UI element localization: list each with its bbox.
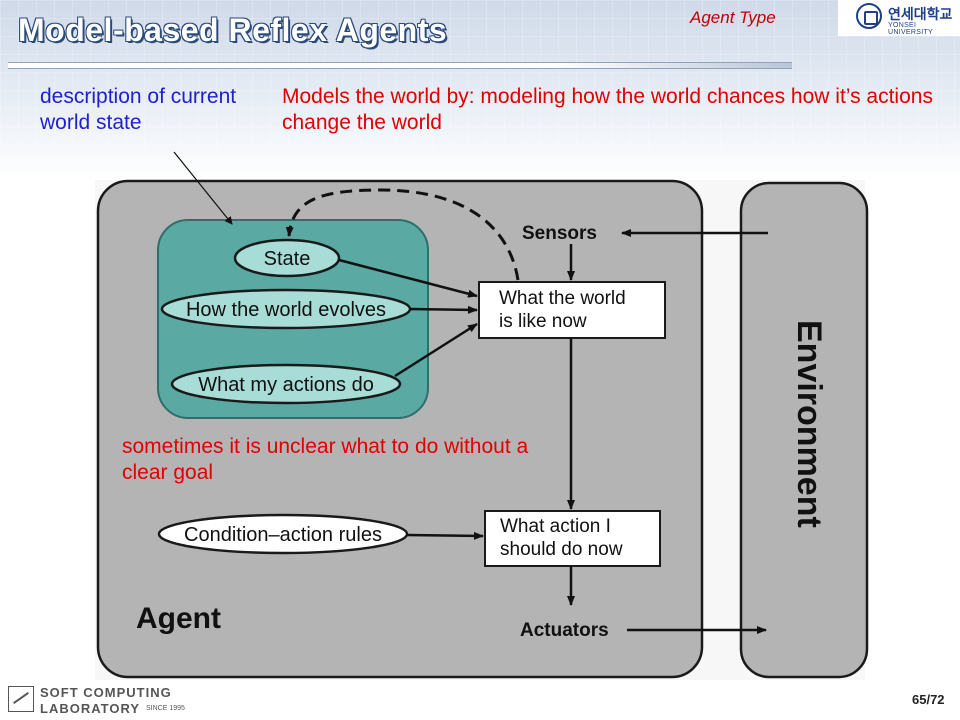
actions-do-oval xyxy=(170,363,402,405)
action-line1: What action I xyxy=(500,516,611,537)
actions-to-world-arrow xyxy=(394,322,478,378)
action-line2: should do now xyxy=(500,539,623,560)
world-evolves-label: How the world evolves xyxy=(186,299,386,321)
world-to-state-dashed-arrow xyxy=(285,188,520,281)
lab-logo-icon xyxy=(8,686,34,712)
state-description-note: description of current world state xyxy=(40,85,237,134)
lab-name-line2: LABORATORY xyxy=(40,701,141,716)
condition-rules-label: Condition–action rules xyxy=(184,524,382,546)
section-label: Agent Type xyxy=(690,8,776,27)
goal-note: sometimes it is unclear what to do witho… xyxy=(122,435,529,484)
world-now-box xyxy=(478,281,666,339)
actuators-label: Actuators xyxy=(520,620,609,641)
world-now-line2: is like now xyxy=(499,311,587,332)
slide-title: Model-based Reflex Agents xyxy=(18,12,448,48)
title-underline xyxy=(8,62,792,69)
page-number: 65/72 xyxy=(912,692,945,707)
annotation-pointer-arrow xyxy=(173,151,233,225)
agent-label: Agent xyxy=(136,602,221,635)
university-subtitle: YONSEI UNIVERSITY xyxy=(888,22,934,36)
university-seal-icon xyxy=(856,3,882,29)
university-name: 연세대학교 xyxy=(888,6,953,22)
lab-name-line1: SOFT COMPUTING xyxy=(40,685,172,700)
state-to-world-arrow xyxy=(338,258,478,298)
environment-label: Environment xyxy=(790,320,828,528)
environment-box xyxy=(739,181,869,679)
sensors-label: Sensors xyxy=(522,223,597,244)
world-model-note: Models the world by: modeling how the wo… xyxy=(282,85,933,134)
actions-do-label: What my actions do xyxy=(198,374,374,396)
evolves-to-world-arrow xyxy=(409,305,478,314)
header-background xyxy=(0,0,960,180)
state-label: State xyxy=(264,248,311,270)
state-oval xyxy=(233,238,341,278)
lab-since: SINCE 1995 xyxy=(146,705,185,712)
header-grid-pattern xyxy=(0,0,960,180)
action-box xyxy=(484,510,661,567)
condition-rules-oval xyxy=(157,513,409,555)
rules-to-action-arrow xyxy=(406,531,484,540)
world-now-line1: What the world xyxy=(499,288,626,309)
